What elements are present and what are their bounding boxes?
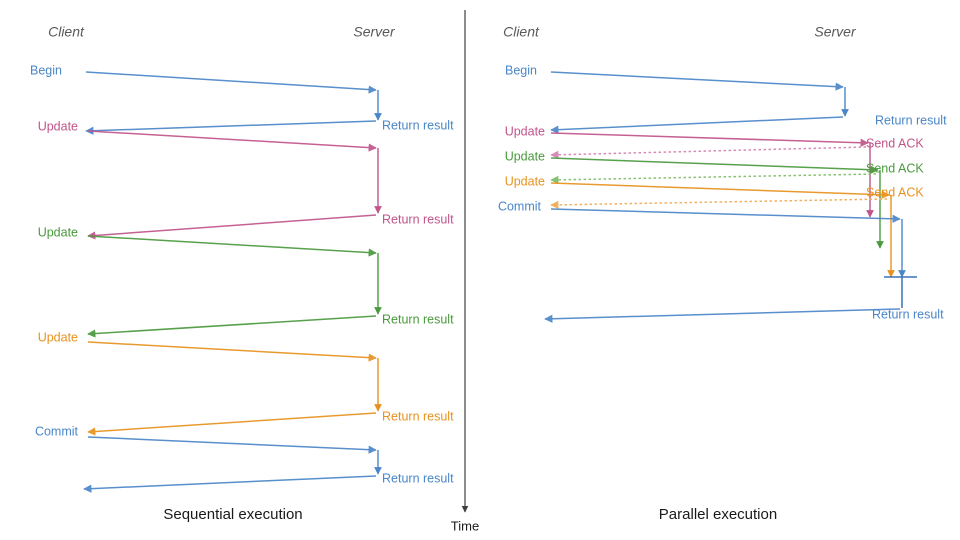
update3-request-request-arrow: [550, 182, 890, 199]
lane-title-server: Server: [814, 24, 857, 40]
server-message-label-2: Return result: [382, 312, 454, 326]
lane-title-client: Client: [503, 24, 540, 40]
server-message-label-1: Return result: [382, 212, 454, 226]
server-message-label-3: Send ACK: [866, 185, 924, 199]
time-axis-label: Time: [451, 518, 479, 533]
panel-caption: Parallel execution: [659, 506, 777, 523]
update2-request-request-arrow: [87, 235, 377, 257]
client-message-label-2: Update: [505, 149, 545, 163]
lane-title-client: Client: [48, 24, 85, 40]
server-message-label-1: Send ACK: [866, 136, 924, 150]
client-message-label-1: Update: [505, 124, 545, 138]
commit-request-request-arrow: [550, 208, 901, 223]
update2-request-ack-arrow: [550, 173, 877, 184]
server-message-label-4: Return result: [382, 471, 454, 485]
update3-request-response-arrow: [87, 412, 377, 436]
client-message-label-3: Update: [38, 330, 78, 344]
update1-request-response-arrow: [87, 214, 377, 240]
begin-request-request-arrow: [550, 71, 844, 91]
begin-request-response-arrow: [85, 120, 377, 135]
server-message-label-4: Return result: [872, 307, 944, 321]
server-message-label-2: Send ACK: [866, 161, 924, 175]
update3-request-request-arrow: [87, 341, 377, 362]
update1-request-request-arrow: [550, 132, 869, 147]
update2-request-response-arrow: [87, 315, 377, 338]
client-message-label-0: Begin: [505, 63, 537, 77]
panel-caption: Sequential execution: [163, 506, 302, 523]
update1-request-request-arrow: [87, 130, 377, 152]
client-message-label-0: Begin: [30, 63, 62, 77]
update1-request-ack-arrow: [550, 146, 867, 159]
update3-request-ack-arrow: [550, 198, 888, 209]
client-message-label-2: Update: [38, 225, 78, 239]
client-message-label-4: Commit: [35, 424, 79, 438]
update2-request-request-arrow: [550, 157, 879, 174]
lane-title-server: Server: [353, 24, 396, 40]
server-message-label-0: Return result: [875, 113, 947, 127]
begin-request-response-arrow: [550, 116, 844, 134]
client-message-label-4: Commit: [498, 199, 542, 213]
begin-request-request-arrow: [85, 71, 377, 94]
commit-request-response-arrow: [544, 308, 901, 323]
client-message-label-3: Update: [505, 174, 545, 188]
commit-request-response-arrow: [83, 475, 377, 493]
commit-request-request-arrow: [87, 436, 377, 454]
server-message-label-0: Return result: [382, 118, 454, 132]
server-message-label-3: Return result: [382, 409, 454, 423]
client-message-label-1: Update: [38, 119, 78, 133]
